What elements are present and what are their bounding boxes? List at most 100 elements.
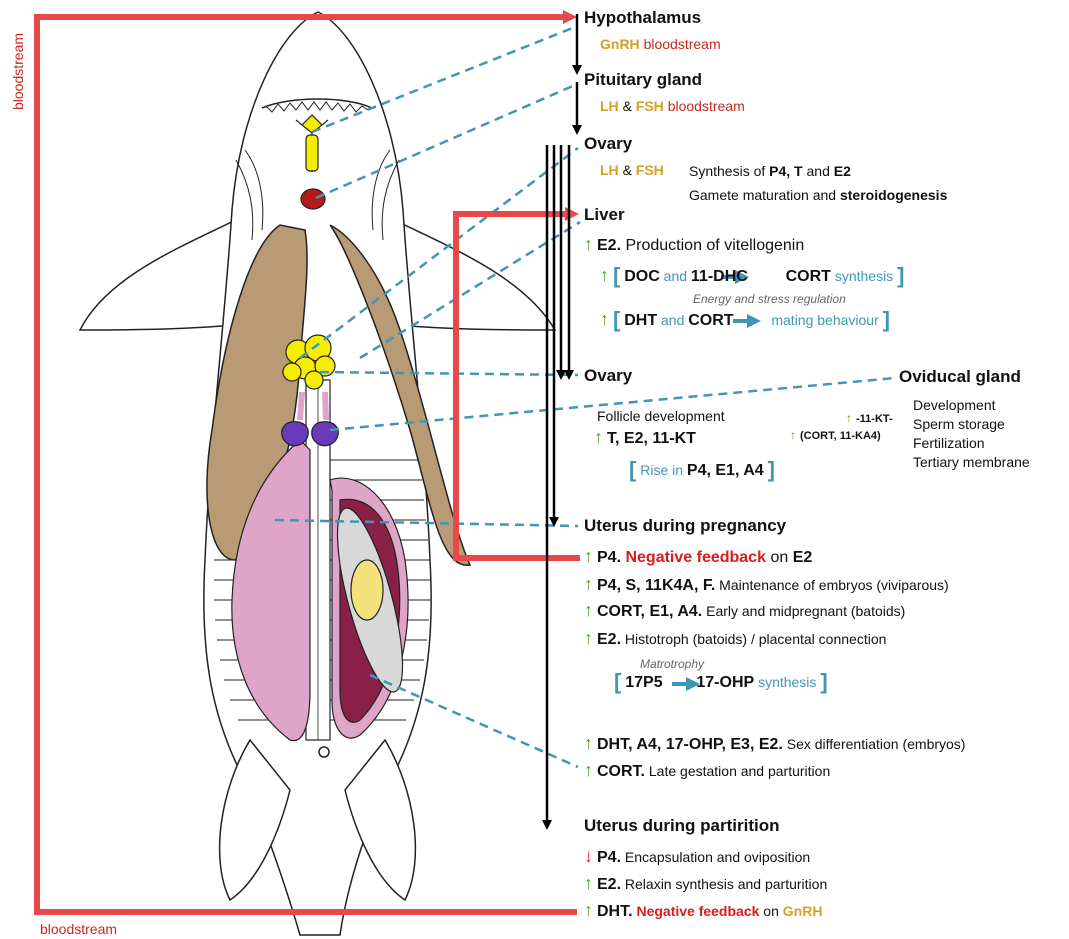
pregnancy-row-1: ↑P4. Negative feedback on E2: [584, 547, 812, 567]
bloodstream-label-bottom: bloodstream: [40, 920, 117, 938]
up-arrow-icon: ↑: [600, 265, 609, 285]
up-arrow-icon: ↑: [600, 309, 609, 329]
text: and: [661, 312, 684, 328]
pregnancy-row-6: ↑CORT. Late gestation and parturition: [584, 761, 830, 781]
liver-dht-row: ↑[ DHT and CORT mating behaviour ]: [600, 310, 890, 330]
up-arrow-icon: ↑: [584, 760, 593, 780]
liver-doc-row: ↑[ DOC and 11-DHC CORT synthesis ]: [600, 266, 904, 286]
text: E2.: [597, 631, 621, 648]
text: CORT, E1, A4.: [597, 603, 702, 620]
text: DHT: [624, 312, 657, 329]
text: and: [664, 268, 687, 284]
partirition-row-2: ↑E2. Relaxin synthesis and parturition: [584, 874, 827, 894]
pregnancy-row-5: ↑DHT, A4, 17-OHP, E3, E2. Sex differenti…: [584, 734, 965, 754]
ovary1-synthesis: Synthesis of P4, T and E2: [689, 162, 851, 180]
text: and: [803, 163, 834, 179]
amp: &: [623, 98, 632, 114]
pituitary-red: [301, 189, 325, 209]
partirition-row-3: ↑DHT. Negative feedback on GnRH: [584, 901, 822, 921]
text: T, E2, 11-KT: [607, 430, 696, 447]
text: -11-KT-: [856, 413, 893, 425]
text: P4.: [597, 549, 621, 566]
text: synthesis: [835, 268, 893, 284]
text: Synthesis of: [689, 163, 769, 179]
ovary2-hormones: ↑T, E2, 11-KT: [594, 428, 696, 448]
text: P4, T: [769, 163, 802, 179]
text: Negative feedback: [636, 903, 759, 919]
text: Early and midpregnant (batoids): [706, 603, 905, 619]
text: Histotroph (batoids) / placental connect…: [625, 631, 886, 647]
text: Late gestation and parturition: [649, 763, 830, 779]
text: on: [763, 903, 779, 919]
up-arrow-icon: ↑: [584, 574, 593, 594]
pregnancy-row-4: ↑E2. Histotroph (batoids) / placental co…: [584, 629, 886, 649]
rise-row: [ Rise in P4, E1, A4 ]: [629, 461, 775, 480]
oviducal-item: Fertilization: [913, 434, 985, 452]
fsh-label: FSH: [636, 98, 664, 114]
pituitary-title: Pituitary gland: [584, 71, 702, 89]
yolk-sac: [351, 560, 383, 620]
up-arrow-icon: ↑: [584, 873, 593, 893]
text: E2: [834, 163, 851, 179]
partirition-title: Uterus during partirition: [584, 817, 780, 835]
oviducal-item: Tertiary membrane: [913, 453, 1030, 471]
lh-label: LH: [600, 98, 619, 114]
text: Encapsulation and oviposition: [625, 849, 810, 865]
text: Sex differentiation (embryos): [787, 736, 966, 752]
oviducal-item: Development: [913, 396, 996, 414]
text: 17P5: [625, 674, 662, 691]
up-arrow-icon: ↑: [584, 234, 593, 254]
pregnancy-row-2: ↑P4, S, 11K4A, F. Maintenance of embryos…: [584, 575, 949, 595]
pregnancy-title: Uterus during pregnancy: [584, 517, 786, 535]
ovary1-gamete: Gamete maturation and steroidogenesis: [689, 186, 947, 204]
text: P4, S, 11K4A, F.: [597, 577, 715, 594]
text: Gamete maturation and: [689, 187, 840, 203]
text: on: [770, 549, 788, 566]
up-arrow-icon: ↑: [790, 428, 796, 442]
fsh-label: FSH: [636, 162, 664, 178]
up-arrow-icon: ↑: [846, 411, 852, 425]
oviducal-title: Oviducal gland: [899, 368, 1021, 386]
down-arrow-icon: ↓: [584, 846, 593, 866]
hypothalamus-line: GnRH bloodstream: [600, 35, 721, 53]
text: mating behaviour: [771, 312, 878, 328]
energy-note: Energy and stress regulation: [693, 290, 846, 308]
text: CORT.: [597, 763, 645, 780]
text: E2.: [597, 876, 621, 893]
cloaca: [319, 747, 329, 757]
oviducal-right: [312, 422, 339, 446]
text: CORT: [786, 268, 831, 285]
pituitary-line: LH & FSH bloodstream: [600, 97, 745, 115]
up-arrow-icon: ↑: [584, 733, 593, 753]
ovary-title-1: Ovary: [584, 135, 632, 153]
lh-label: LH: [600, 162, 619, 178]
text: Relaxin synthesis and parturition: [625, 876, 827, 892]
text: Maintenance of embryos (viviparous): [719, 577, 949, 593]
up-arrow-icon: ↑: [584, 600, 593, 620]
text: steroidogenesis: [840, 187, 947, 203]
text: Production of vitellogenin: [625, 237, 804, 254]
text: DOC: [624, 268, 660, 285]
matrotrophy-row: [ 17P5 17-OHP synthesis ]: [614, 673, 828, 692]
amp: &: [623, 162, 632, 178]
up-arrow-icon: ↑: [584, 546, 593, 566]
gnrh-label: GnRH: [600, 36, 640, 52]
partirition-row-1: ↓P4. Encapsulation and oviposition: [584, 847, 810, 867]
text: CORT: [688, 312, 733, 329]
up-arrow-icon: ↑: [584, 628, 593, 648]
flow-arrows: [547, 14, 577, 825]
reaction-arrows: [672, 277, 754, 684]
hypothalamus-title: Hypothalamus: [584, 9, 701, 27]
up-arrow-icon: ↑: [594, 427, 603, 447]
pregnancy-row-3: ↑CORT, E1, A4. Early and midpregnant (ba…: [584, 601, 905, 621]
follicle-text: Follicle development: [597, 407, 725, 425]
liver-e2-row: ↑E2. Production of vitellogenin: [584, 235, 804, 255]
text: DHT.: [597, 903, 633, 920]
text: GnRH: [783, 903, 823, 919]
text: P4.: [597, 849, 621, 866]
text: P4, E1, A4: [687, 462, 764, 479]
text: 17-OHP: [696, 674, 754, 691]
text: Negative feedback: [625, 549, 766, 566]
text: E2: [793, 549, 813, 566]
